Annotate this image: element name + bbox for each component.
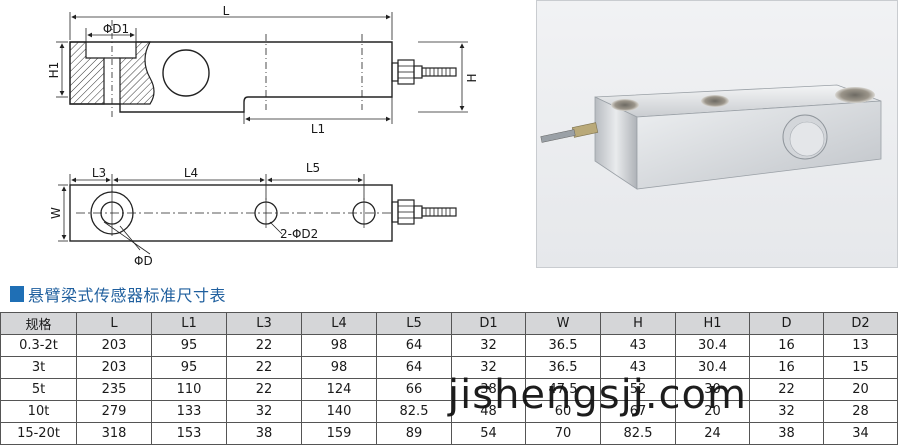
dim-phi-d-label: ΦD <box>134 254 153 268</box>
table-cell: 52 <box>600 378 676 401</box>
table-cell: 24 <box>675 422 750 445</box>
table-cell: 16 <box>749 334 824 357</box>
dim-w-label: W <box>49 207 63 219</box>
table-cell: 82.5 <box>376 400 452 423</box>
table-cell: 159 <box>301 422 377 445</box>
table-cell: 32 <box>451 334 526 357</box>
table-cell: 36.5 <box>525 356 601 379</box>
table-cell: 279 <box>76 400 152 423</box>
table-cell: 38 <box>226 422 302 445</box>
table-cell: 235 <box>76 378 152 401</box>
table-cell: 153 <box>151 422 227 445</box>
table-cell: 110 <box>151 378 227 401</box>
table-cell: 43 <box>600 334 676 357</box>
table-cell: 98 <box>301 356 377 379</box>
table-cell: 3t <box>0 356 77 379</box>
table-title-text: 悬臂梁式传感器标准尺寸表 <box>28 286 227 305</box>
col-header-d: D <box>749 312 824 335</box>
dim-h1-label: H1 <box>47 62 61 79</box>
table-cell: 5t <box>0 378 77 401</box>
table-cell: 318 <box>76 422 152 445</box>
col-header-l4: L4 <box>301 312 377 335</box>
table-cell: 20 <box>675 400 750 423</box>
col-header-spec: 规格 <box>0 312 77 335</box>
col-header-w: W <box>525 312 601 335</box>
table-cell: 0.3-2t <box>0 334 77 357</box>
table-cell: 48 <box>451 400 526 423</box>
dim-phi-d1-label: ΦD1 <box>103 22 129 36</box>
table-cell: 67 <box>600 400 676 423</box>
col-header-d1: D1 <box>451 312 526 335</box>
table-cell: 22 <box>226 378 302 401</box>
table-cell: 66 <box>376 378 452 401</box>
table-cell: 32 <box>226 400 302 423</box>
table-cell: 32 <box>451 356 526 379</box>
col-header-l3: L3 <box>226 312 302 335</box>
table-cell: 30.4 <box>675 334 750 357</box>
table-cell: 43 <box>600 356 676 379</box>
table-cell: 22 <box>226 334 302 357</box>
dim-l5-label: L5 <box>306 161 320 175</box>
table-cell: 28 <box>823 400 898 423</box>
product-photo <box>536 0 898 268</box>
col-header-l5: L5 <box>376 312 452 335</box>
table-cell: 22 <box>749 378 824 401</box>
table-cell: 124 <box>301 378 377 401</box>
table-cell: 95 <box>151 334 227 357</box>
table-cell: 34 <box>823 422 898 445</box>
table-cell: 98 <box>301 334 377 357</box>
table-cell: 54 <box>451 422 526 445</box>
dim-l4-label: L4 <box>184 166 198 180</box>
table-cell: 30.4 <box>675 356 750 379</box>
dim-h-label: H <box>465 73 479 82</box>
table-cell: 64 <box>376 334 452 357</box>
table-cell: 82.5 <box>600 422 676 445</box>
load-cell-image <box>540 84 882 190</box>
title-square-icon <box>10 286 24 302</box>
dim-two-phi-d2-label: 2-ΦD2 <box>280 227 318 241</box>
table-cell: 15-20t <box>0 422 77 445</box>
table-cell: 64 <box>376 356 452 379</box>
dim-l1-label: L1 <box>311 122 325 136</box>
col-header-d2: D2 <box>823 312 898 335</box>
dim-l3-label: L3 <box>92 166 106 180</box>
table-row: 5t 235 110 22 124 66 38 47.5 52 30 22 20 <box>0 378 898 401</box>
col-header-h1: H1 <box>675 312 750 335</box>
table-cell: 89 <box>376 422 452 445</box>
table-cell: 38 <box>749 422 824 445</box>
side-view: L ΦD1 H1 H L1 <box>47 4 479 136</box>
table-cell: 20 <box>823 378 898 401</box>
table-cell: 16 <box>749 356 824 379</box>
spec-table: 规格 L L1 L3 L4 L5 D1 W H H1 D D2 0.3-2t 2… <box>0 312 898 445</box>
dim-l-label: L <box>223 4 230 18</box>
table-cell: 203 <box>76 334 152 357</box>
col-header-l1: L1 <box>151 312 227 335</box>
table-cell: 32 <box>749 400 824 423</box>
col-header-h: H <box>600 312 676 335</box>
plan-view: L3 L4 L5 W 2-ΦD2 ΦD <box>49 161 457 268</box>
table-cell: 140 <box>301 400 377 423</box>
table-cell: 36.5 <box>525 334 601 357</box>
table-title: 悬臂梁式传感器标准尺寸表 <box>10 283 226 305</box>
table-cell: 133 <box>151 400 227 423</box>
table-cell: 22 <box>226 356 302 379</box>
table-row: 15-20t 318 153 38 159 89 54 70 82.5 24 3… <box>0 422 898 445</box>
table-cell: 10t <box>0 400 77 423</box>
table-cell: 38 <box>451 378 526 401</box>
table-cell: 95 <box>151 356 227 379</box>
table-header-row: 规格 L L1 L3 L4 L5 D1 W H H1 D D2 <box>0 312 898 335</box>
table-row: 10t 279 133 32 140 82.5 48 60 67 20 32 2… <box>0 400 898 423</box>
table-cell: 15 <box>823 356 898 379</box>
table-cell: 70 <box>525 422 601 445</box>
table-cell: 13 <box>823 334 898 357</box>
table-cell: 47.5 <box>525 378 601 401</box>
table-row: 3t 203 95 22 98 64 32 36.5 43 30.4 16 15 <box>0 356 898 379</box>
table-cell: 30 <box>675 378 750 401</box>
table-row: 0.3-2t 203 95 22 98 64 32 36.5 43 30.4 1… <box>0 334 898 357</box>
col-header-l: L <box>76 312 152 335</box>
table-cell: 203 <box>76 356 152 379</box>
table-cell: 60 <box>525 400 601 423</box>
technical-drawing: L ΦD1 H1 H L1 <box>47 4 479 268</box>
